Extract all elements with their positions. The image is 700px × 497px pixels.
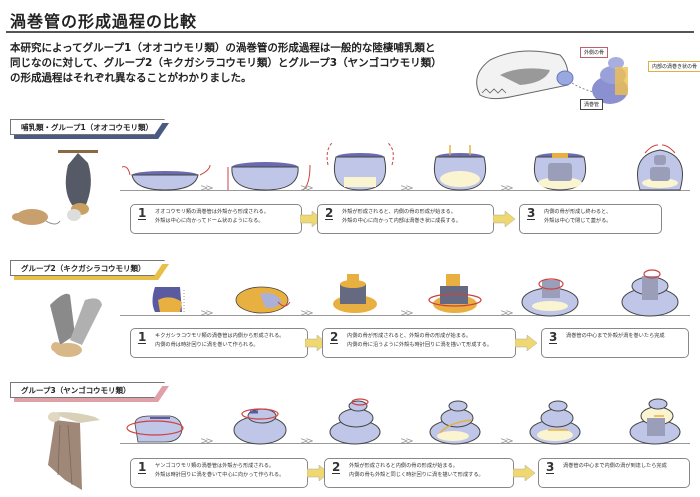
- g1-step-3: 3 内側の骨が形成し終わると、 外殻は中心で閉じて蓋がる。: [519, 204, 662, 234]
- progress-chevron: >>: [300, 436, 314, 447]
- intro-line: 同じなのに対して、グループ2（キクガシラコウモリ類）とグループ3（ヤンゴコウモリ…: [10, 57, 442, 69]
- g2-step-2: 2 内側の骨が形成されると、外殻の骨の形成が始まる。 内側の骨に沿うように外殻も…: [322, 328, 516, 358]
- step-number: 3: [549, 330, 558, 344]
- progress-chevron: >>: [300, 183, 314, 194]
- step-text: ヤンゴコウモリ類の渦巻管は外殻から形成される。: [155, 463, 275, 469]
- step-text: 外殻が形成されると、内側の骨の形成が始まる。: [342, 209, 456, 215]
- g1-stage-4: [434, 145, 486, 191]
- step-text: オオコウモリ類の渦巻管は外殻から形成される。: [155, 209, 269, 215]
- g2-stage-1: [152, 287, 185, 312]
- progress-chevron: >>: [200, 183, 214, 194]
- g3-stage-1: [126, 415, 184, 443]
- step-number: 2: [325, 206, 334, 220]
- step-text: 外殻は時計回りに渦を巻いて中心に向かって作られる。: [155, 472, 285, 478]
- progress-chevron: >>: [500, 436, 514, 447]
- vesper-bat-illustration: [48, 412, 100, 490]
- bat-and-shrew-illustration: [12, 150, 98, 225]
- step-text: 渦巻管の中心まで外殻が渦を巻いたら完成: [566, 333, 665, 339]
- step-number: 2: [330, 330, 339, 344]
- group2-timeline: [120, 315, 690, 316]
- step-text: 内側の骨も外殻と同じく時計回りに渦を描いて形成する。: [349, 472, 484, 478]
- cochlea-label: 渦巻管: [580, 99, 604, 110]
- page-title: 渦巻管の形成過程の比較: [10, 12, 198, 31]
- step-text: 外殻は中心に向かってドーム状のようになる。: [155, 218, 264, 224]
- g2-step-1: 1 キクガシラコウモリ類の渦巻管は内側から形成される。 内側の骨は時計回りに渦を…: [130, 328, 308, 358]
- step-text: 内側の骨が形成されると、外殻の骨の形成が始まる。: [347, 333, 472, 339]
- g1-step-2: 2 外殻が形成されると、内側の骨の形成が始まる。 外殻の中心に向かって内部は渦巻…: [317, 204, 494, 234]
- title-divider: [6, 31, 694, 33]
- g1-stage-3: [326, 142, 394, 191]
- g1-stage-2: [227, 162, 311, 191]
- g3-stage-4: [429, 400, 481, 445]
- g3-step-3: 3 渦巻管の中心まで内側の渦が到達したら完成: [538, 458, 690, 488]
- g3-step-2: 2 外殻が形成されると内側の骨の形成が始まる。 内側の骨も外殻と同じく時計回りに…: [324, 458, 514, 488]
- g1-stage-5: [534, 153, 586, 191]
- group1-timeline: [120, 190, 690, 191]
- step-number: 1: [138, 206, 147, 220]
- step-number: 1: [138, 330, 147, 344]
- g1-stage-6: [637, 144, 683, 191]
- step-text: キクガシラコウモリ類の渦巻管は内側から形成される。: [155, 333, 285, 339]
- progress-chevron: >>: [400, 308, 414, 319]
- progress-chevron: >>: [200, 436, 214, 447]
- step-number: 3: [546, 460, 555, 474]
- progress-chevron: >>: [400, 183, 414, 194]
- progress-chevron: >>: [200, 308, 214, 319]
- group1-label: 哺乳類・グループ1（オオコウモリ類）: [10, 119, 165, 135]
- skull-cochlea-diagram: 外側の骨 内部の渦巻き状の骨 渦巻管: [450, 35, 700, 115]
- step-text: 内側の骨は時計回りに渦を巻いて作られる。: [155, 342, 259, 348]
- step-number: 3: [527, 206, 536, 220]
- progress-chevron: >>: [500, 308, 514, 319]
- g3-stage-3: [329, 398, 381, 445]
- step-text: 内側の骨に沿うように外殻も時計回りに渦を描いて形成する。: [347, 342, 493, 348]
- step-arrow-icon: [515, 335, 537, 351]
- step-arrow-icon: [493, 211, 515, 227]
- group3-stages: [126, 398, 681, 445]
- g2-stage-2: [235, 286, 291, 314]
- step-number: 2: [332, 460, 341, 474]
- skull-illustration: [476, 50, 628, 104]
- g2-stage-3: [333, 274, 377, 313]
- g2-stage-4: [428, 274, 482, 313]
- step-text: 外殻が形成されると内側の骨の形成が始まる。: [349, 463, 458, 469]
- progress-chevron: >>: [300, 308, 314, 319]
- step-arrow-icon: [513, 465, 535, 481]
- g3-stage-5: [529, 400, 581, 445]
- g2-stage-6: [621, 269, 679, 317]
- intro-line: の形成過程はそれぞれ異なることがわかりました。: [10, 72, 252, 84]
- g2-stage-5: [521, 278, 579, 317]
- g3-step-1: 1 ヤンゴコウモリ類の渦巻管は外殻から形成される。 外殻は時計回りに渦を巻いて中…: [130, 458, 308, 488]
- g1-stage-1: [121, 164, 211, 191]
- horseshoe-bat-illustration: [50, 293, 102, 357]
- step-text: 渦巻管の中心まで内側の渦が到達したら完成: [563, 463, 667, 469]
- group1-stages: [121, 142, 683, 191]
- group3-label: グループ3（ヤンゴコウモリ類）: [10, 382, 165, 398]
- step-text: 内側の骨が形成し終わると、: [544, 209, 612, 215]
- group3-timeline: [120, 443, 690, 444]
- g1-step-1: 1 オオコウモリ類の渦巻管は外殻から形成される。 外殻は中心に向かってドーム状の…: [130, 204, 302, 234]
- g3-stage-6: [629, 398, 681, 445]
- intro-line: 本研究によってグループ1（オオコウモリ類）の渦巻管の形成過程は一般的な陸棲哺乳類…: [10, 42, 436, 54]
- intro-text: 本研究によってグループ1（オオコウモリ類）の渦巻管の形成過程は一般的な陸棲哺乳類…: [10, 41, 480, 86]
- step-text: 外殻は中心で閉じて蓋がる。: [544, 218, 612, 224]
- g3-stage-2: [233, 408, 287, 445]
- group2-stages: [152, 269, 679, 317]
- step-number: 1: [138, 460, 147, 474]
- progress-chevron: >>: [500, 183, 514, 194]
- step-text: 外殻の中心に向かって内部は渦巻き状に成長する。: [342, 218, 462, 224]
- inner-bone-label: 内部の渦巻き状の骨: [648, 61, 700, 72]
- progress-chevron: >>: [400, 436, 414, 447]
- outer-bone-label: 外側の骨: [580, 47, 609, 58]
- g2-step-3: 3 渦巻管の中心まで外殻が渦を巻いたら完成: [541, 328, 689, 358]
